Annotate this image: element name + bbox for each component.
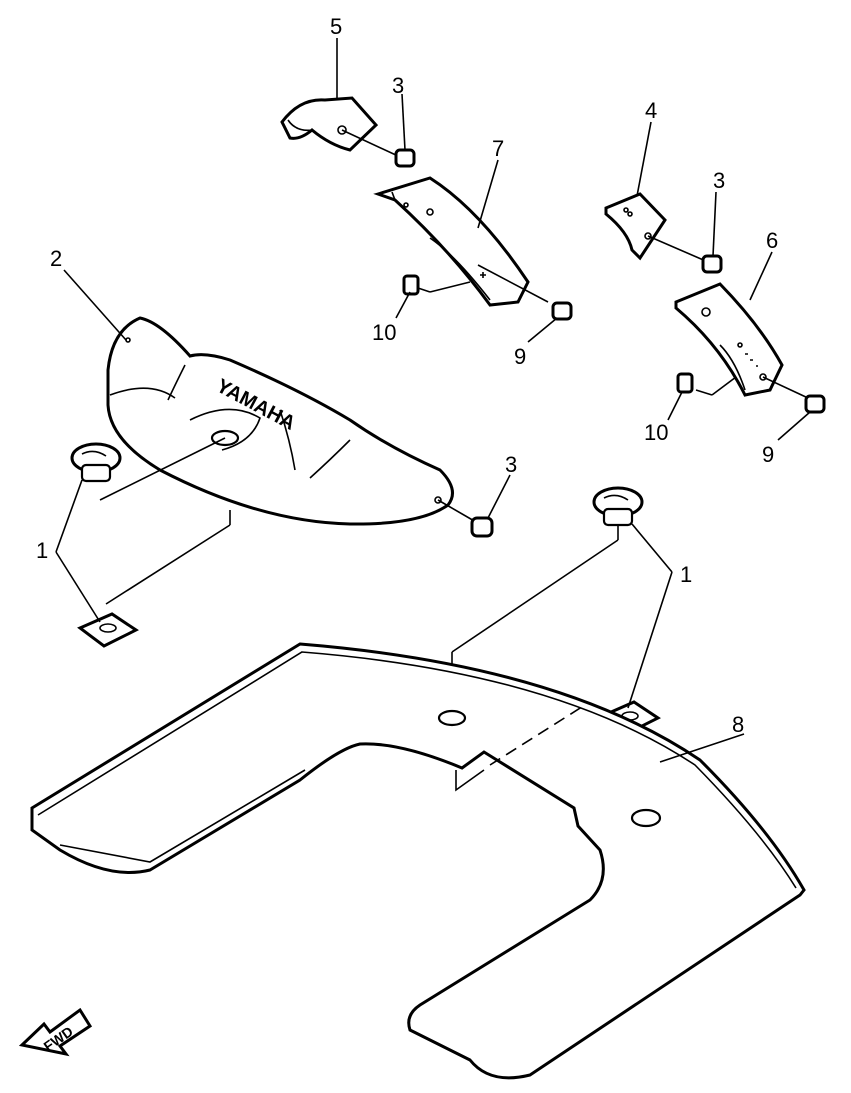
screw-3-top xyxy=(394,93,416,168)
callout-10-right: 10 xyxy=(644,420,668,445)
screw-3-cowl xyxy=(470,474,511,538)
clip-10-left xyxy=(402,274,420,296)
callout-6: 6 xyxy=(766,228,778,253)
part-2-yamaha-cowl: YAMAHA xyxy=(99,316,477,605)
part-4-bracket xyxy=(604,192,709,263)
part-8-floor-mat xyxy=(30,642,806,1080)
callout-3-cowl: 3 xyxy=(505,452,517,477)
callout-labels: 5 3 7 4 3 6 2 10 9 10 9 3 1 1 8 xyxy=(36,14,778,737)
callout-9-left: 9 xyxy=(514,344,526,369)
callout-leaders xyxy=(63,38,811,441)
callout-10-left: 10 xyxy=(372,320,396,345)
callout-2: 2 xyxy=(50,246,62,271)
callout-1-left: 1 xyxy=(36,538,48,563)
fwd-arrow: FWD xyxy=(18,1007,93,1057)
callout-8: 8 xyxy=(732,712,744,737)
callout-1-left-lines xyxy=(55,479,101,623)
callout-7: 7 xyxy=(492,136,504,161)
screw-9-left xyxy=(551,301,573,321)
screw-3-right-top xyxy=(701,191,723,274)
part-6-trim-plate xyxy=(674,282,809,399)
callout-5: 5 xyxy=(330,14,342,39)
callout-3-right: 3 xyxy=(713,168,725,193)
callout-4: 4 xyxy=(645,98,657,123)
screw-9-right xyxy=(804,394,826,414)
callout-1-right: 1 xyxy=(680,562,692,587)
clip-1-left xyxy=(77,612,139,648)
grommet-1-left xyxy=(70,442,122,483)
clip-10-right xyxy=(676,372,694,394)
callout-9-right: 9 xyxy=(762,442,774,467)
grommet-1-right xyxy=(592,486,644,527)
callout-3-top: 3 xyxy=(392,73,404,98)
part-5-bracket xyxy=(280,96,399,157)
